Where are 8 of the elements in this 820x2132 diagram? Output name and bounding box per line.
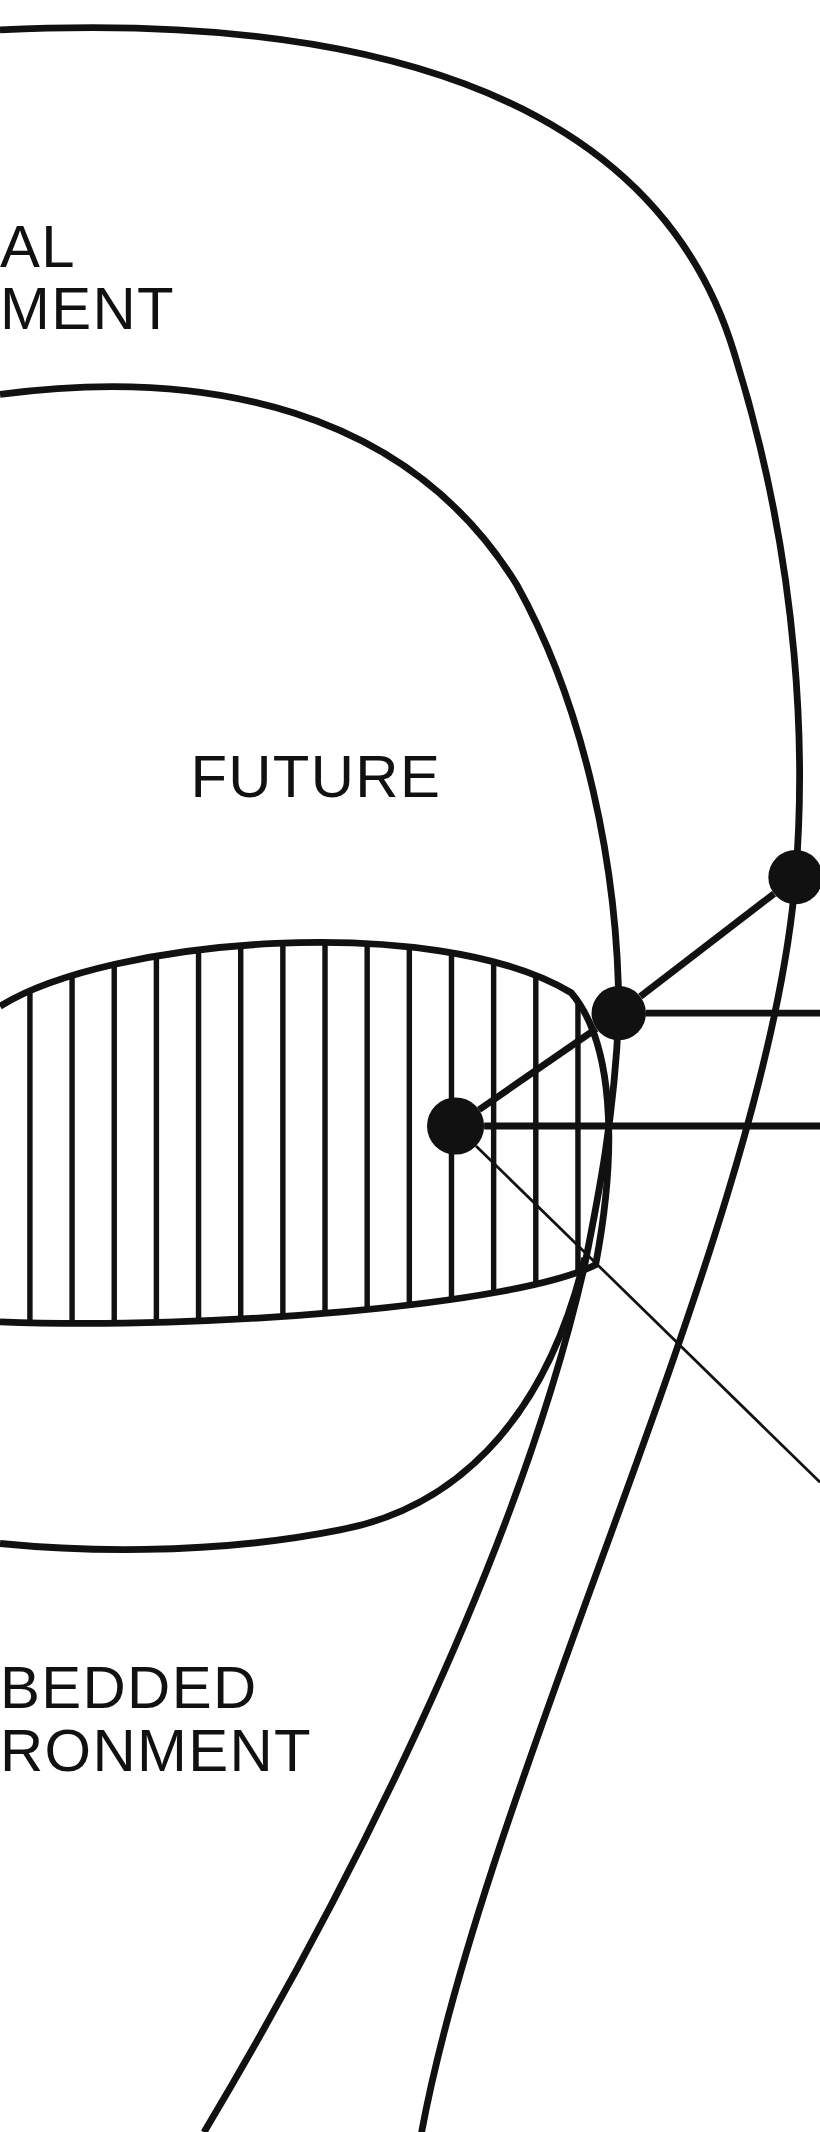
region-label: BEDDED RONMENT — [0, 1656, 313, 1782]
connector-line — [638, 891, 777, 1000]
connector-line — [645, 1009, 820, 1017]
connector-line — [484, 1122, 820, 1130]
region-label: FUTURE — [190, 745, 442, 808]
region-label: AL MENT — [0, 214, 176, 340]
connector-line — [475, 1145, 820, 1484]
junction-dot — [427, 1097, 485, 1155]
